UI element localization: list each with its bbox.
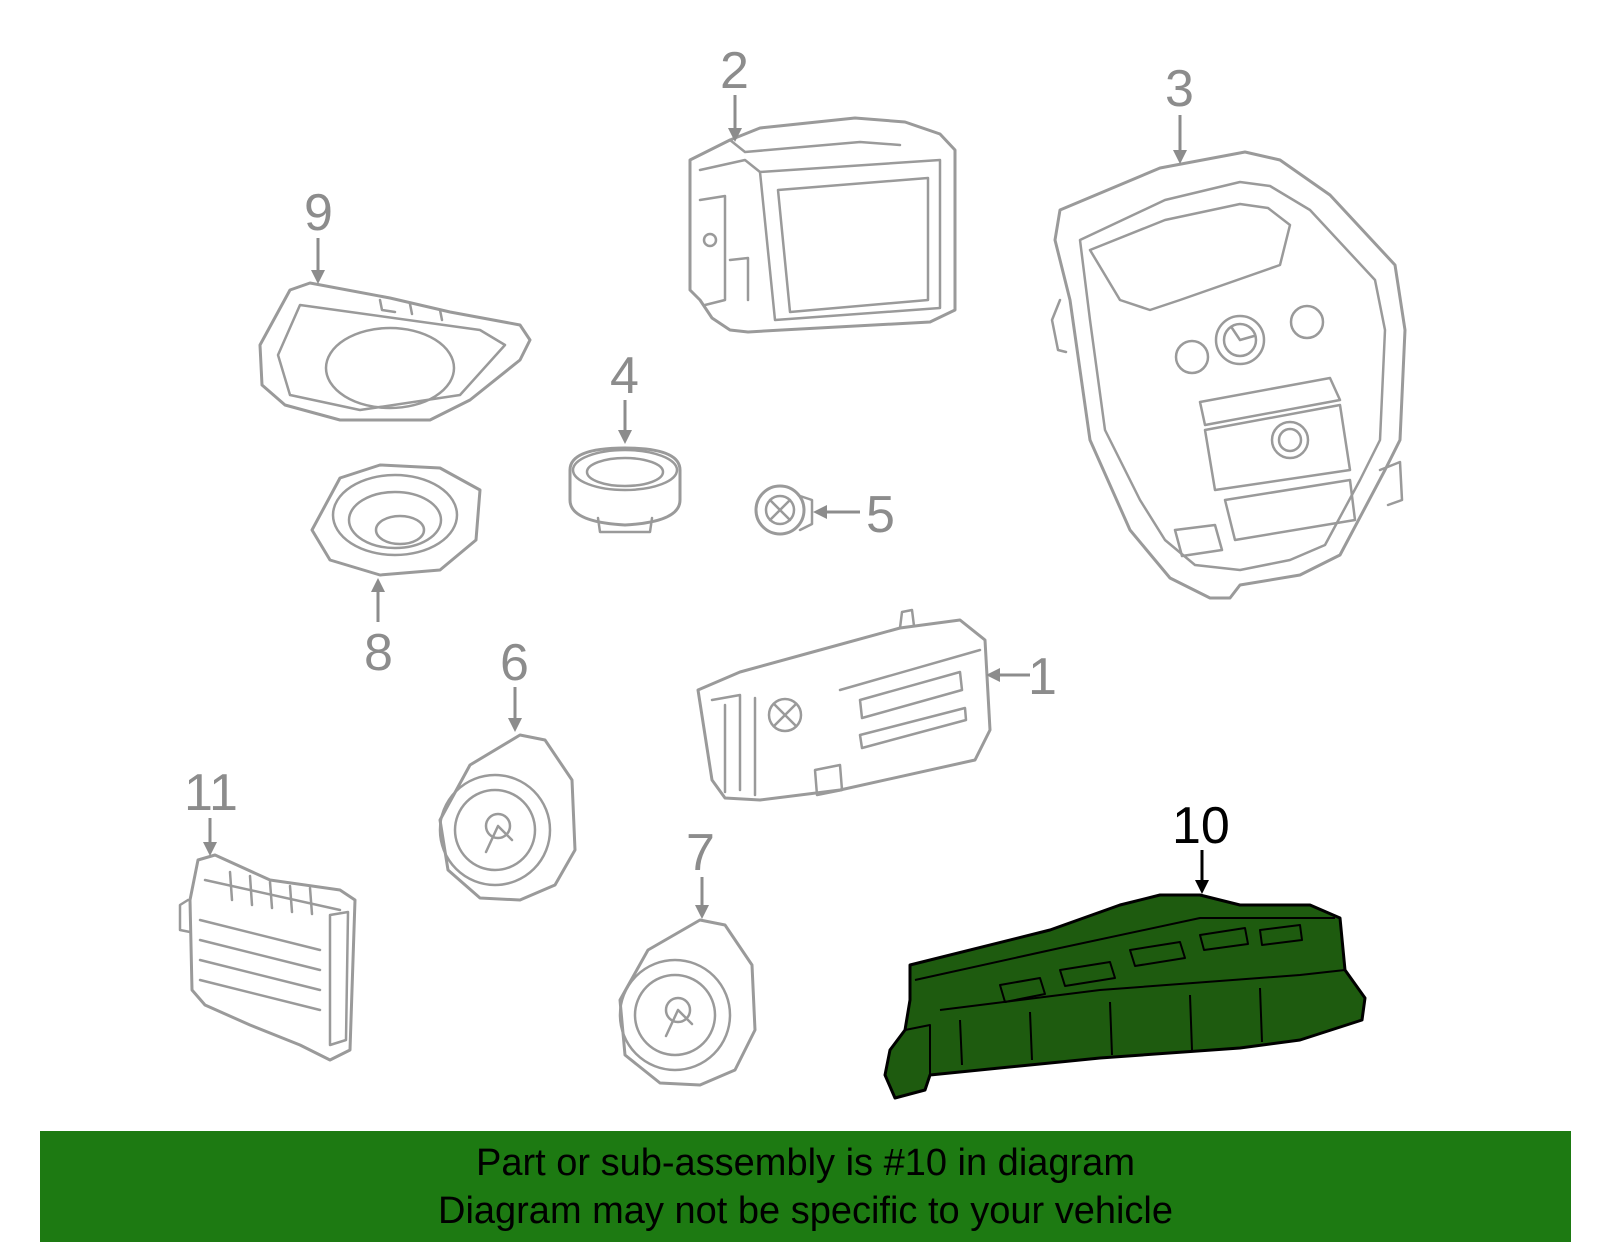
callout-2: 2 <box>720 42 749 100</box>
part-10-highlighted-module[interactable] <box>883 893 1367 1100</box>
callout-6: 6 <box>500 634 529 692</box>
part-3-console-bezel[interactable] <box>1050 150 1407 600</box>
info-banner: Part or sub-assembly is #10 in diagram D… <box>40 1131 1571 1242</box>
part-1-radio-receiver[interactable] <box>696 608 992 802</box>
callout-9: 9 <box>304 184 333 242</box>
banner-line-2: Diagram may not be specific to your vehi… <box>438 1189 1173 1232</box>
banner-line-1: Part or sub-assembly is #10 in diagram <box>476 1141 1135 1184</box>
callout-11: 11 <box>184 764 238 822</box>
part-7-speaker[interactable] <box>618 918 757 1087</box>
part-11-amplifier[interactable] <box>178 853 357 1062</box>
callout-1: 1 <box>1028 648 1057 706</box>
callout-8: 8 <box>364 624 393 682</box>
part-6-speaker[interactable] <box>438 733 577 902</box>
part-9-speaker-bracket[interactable] <box>258 281 532 422</box>
part-8-speaker[interactable] <box>310 463 482 577</box>
callout-10: 10 <box>1172 797 1230 855</box>
part-4-tweeter[interactable] <box>568 446 682 534</box>
part-5-connector[interactable] <box>754 484 814 536</box>
callout-5: 5 <box>866 486 895 544</box>
callout-4: 4 <box>610 347 639 405</box>
callout-7: 7 <box>686 824 715 882</box>
callout-3: 3 <box>1165 60 1194 118</box>
part-2-display-module[interactable] <box>688 116 957 334</box>
